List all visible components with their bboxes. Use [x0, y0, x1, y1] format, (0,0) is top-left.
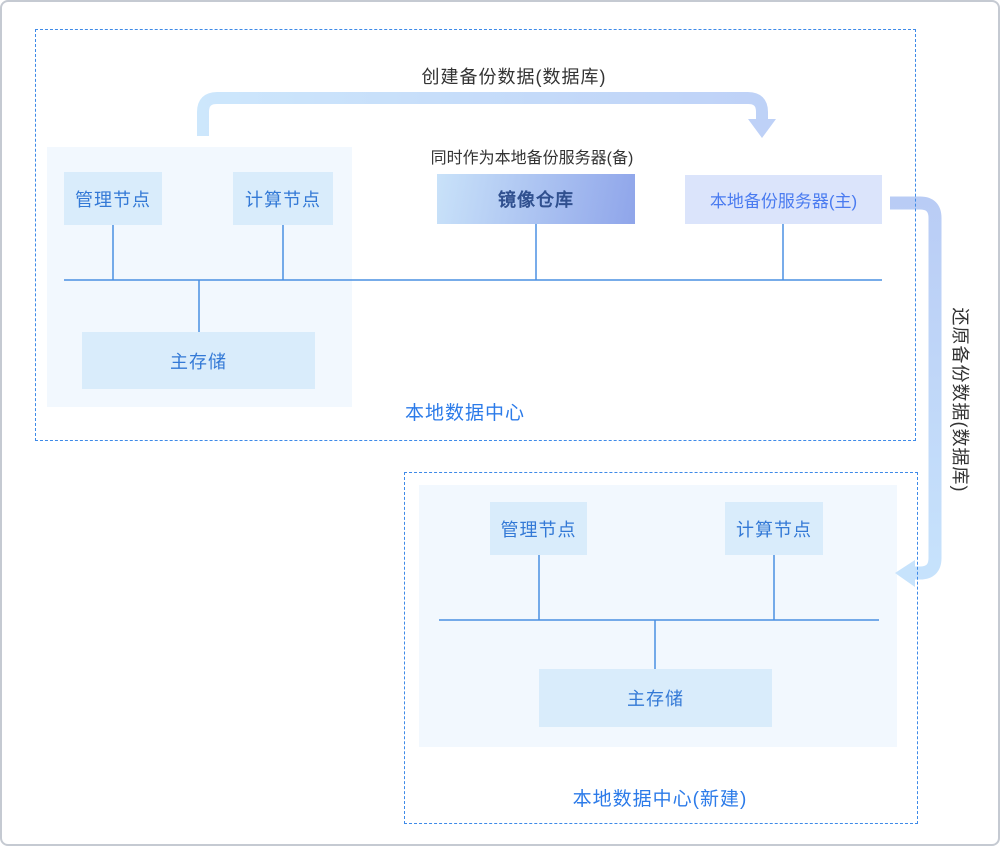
dc1-boundary	[35, 29, 916, 441]
dc1-image-repository-node: 镜像仓库	[437, 174, 635, 224]
dc1-primary-storage-label: 主存储	[170, 351, 227, 372]
backup-flow-label: 创建备份数据(数据库)	[421, 67, 607, 87]
dc1-backup-server-label: 本地备份服务器(主)	[709, 192, 858, 211]
dc2-management-node-label: 管理节点	[500, 519, 577, 540]
dc1-compute-node: 计算节点	[233, 172, 333, 225]
dc2-compute-node: 计算节点	[725, 502, 823, 555]
dc1-primary-storage-node: 主存储	[82, 332, 315, 389]
dc2-compute-node-label: 计算节点	[736, 519, 812, 540]
dc2-primary-storage-node: 主存储	[539, 669, 772, 727]
dc1-management-node: 管理节点	[64, 172, 162, 225]
dc1-management-node-label: 管理节点	[75, 189, 151, 210]
dc2-primary-storage-label: 主存储	[627, 689, 684, 709]
dc2-label: 本地数据中心(新建)	[572, 789, 748, 810]
dc2-boundary	[404, 472, 918, 824]
dc2-management-node: 管理节点	[490, 502, 587, 555]
dc1-label: 本地数据中心	[405, 403, 526, 424]
dc1-compute-node-label: 计算节点	[245, 189, 321, 210]
dc1-image-repository-label: 镜像仓库	[498, 190, 574, 210]
standby-note: 同时作为本地备份服务器(备)	[430, 150, 634, 167]
dc1-backup-server-node: 本地备份服务器(主)	[685, 175, 882, 224]
restore-flow-label: 还原备份数据(数据库)	[950, 307, 970, 493]
